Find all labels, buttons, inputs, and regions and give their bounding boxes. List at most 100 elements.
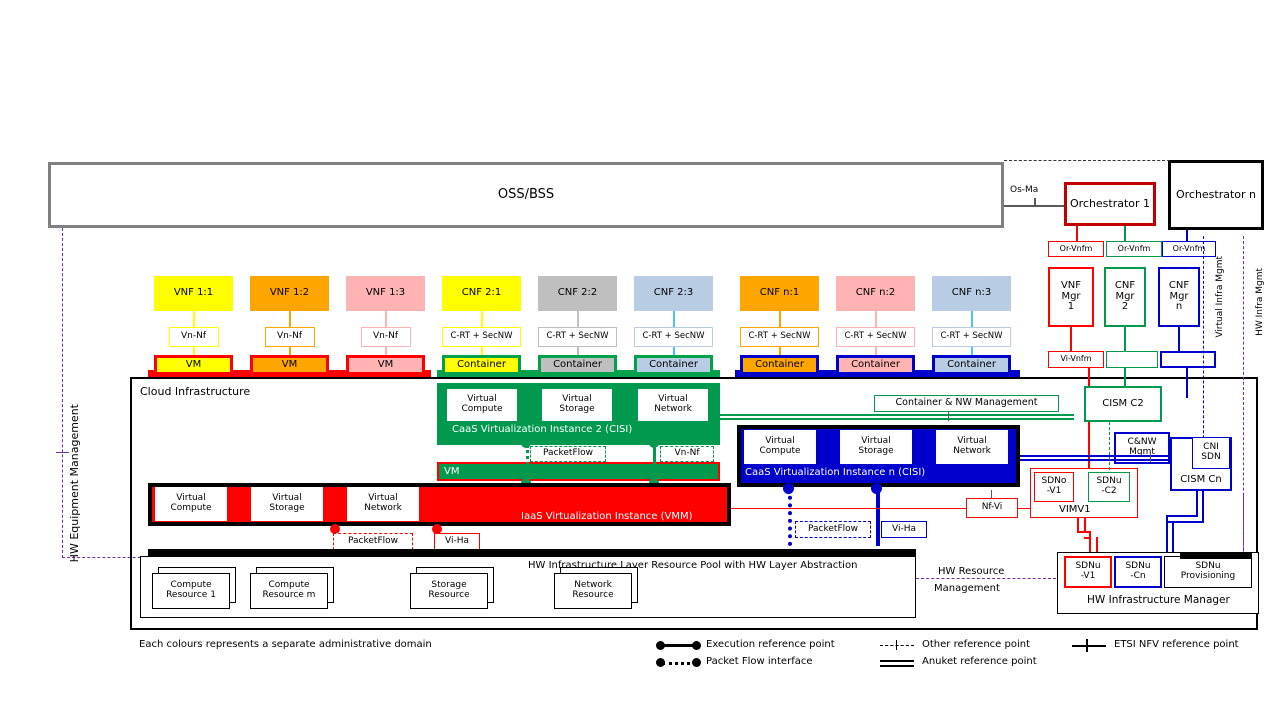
function-box-1[interactable]: VNF 1:2 bbox=[250, 276, 329, 311]
function-label: CNF n:1 bbox=[759, 287, 800, 299]
legend-anuket-line-2 bbox=[880, 665, 914, 667]
function-interface-1: Vn-Nf bbox=[264, 327, 315, 347]
sdnu-c2-box: SDNu-C2 bbox=[1088, 472, 1130, 502]
legend-label-anuket: Anuket reference point bbox=[922, 656, 1037, 667]
caas2-vnnf-connector bbox=[653, 445, 656, 465]
vim-to-him-red-j2 bbox=[1084, 537, 1091, 539]
function-interface-label: Vn-Nf bbox=[372, 331, 398, 342]
nf-vi-tick bbox=[991, 490, 992, 499]
function-interface-label: C-RT + SecNW bbox=[844, 331, 907, 342]
anuket-rail-green-1 bbox=[718, 414, 1074, 416]
vi-vnfm-label: Vi-Vnfm bbox=[1048, 351, 1104, 368]
caasn-title: CaaS Virtualization Instance n (CISI) bbox=[745, 467, 926, 478]
caas2-vm-bar bbox=[437, 462, 720, 481]
function-box-4[interactable]: CNF 2:2 bbox=[538, 276, 617, 311]
cni-sdn-box: CNI SDN bbox=[1192, 437, 1230, 469]
function-box-8[interactable]: CNF n:3 bbox=[932, 276, 1011, 311]
function-label: VNF 1:1 bbox=[173, 287, 214, 299]
hw-pool-top-bar bbox=[148, 549, 916, 556]
caasn-viha-connector bbox=[876, 488, 880, 546]
orch1-stem-green bbox=[1124, 226, 1126, 248]
legend-packet-dot-r bbox=[692, 658, 701, 667]
function-interface-6: C-RT + SecNW bbox=[740, 327, 819, 347]
hw-pool-title: HW Infrastructure Layer Resource Pool wi… bbox=[528, 560, 858, 571]
orchestrator-n-box[interactable]: Orchestrator n bbox=[1168, 160, 1264, 230]
function-box-3[interactable]: CNF 2:1 bbox=[442, 276, 521, 311]
cism-c2-box[interactable]: CISM C2 bbox=[1084, 386, 1162, 422]
function-box-7[interactable]: CNF n:2 bbox=[836, 276, 915, 311]
caas2-dot-a bbox=[521, 438, 531, 448]
function-box-5[interactable]: CNF 2:3 bbox=[634, 276, 713, 311]
ossbss-orch-dashed bbox=[1004, 160, 1170, 161]
footer-note: Each colours represents a separate admin… bbox=[139, 639, 432, 650]
hw-resource-mgmt-label-2: Management bbox=[934, 583, 1000, 594]
iaas-packetflow-label: PacketFlow bbox=[333, 533, 413, 550]
cism-to-him-blue-2 bbox=[1202, 491, 1204, 522]
caasn-dot-a bbox=[783, 483, 794, 494]
caas2-packetflow-label: PacketFlow bbox=[530, 446, 606, 462]
legend-etsi-tick bbox=[1086, 639, 1088, 652]
cism-c2-dashed-to-vim bbox=[1109, 422, 1110, 470]
function-host-0: VM bbox=[154, 355, 233, 375]
rail-blue bbox=[1186, 368, 1188, 398]
os-ma-tick bbox=[1034, 198, 1036, 206]
function-interface-3: C-RT + SecNW bbox=[442, 327, 521, 347]
cnfmgrn-stem bbox=[1178, 327, 1180, 352]
caasn-packetflow-label: PacketFlow bbox=[795, 521, 871, 538]
function-box-2[interactable]: VNF 1:3 bbox=[346, 276, 425, 311]
hw-resource-mgmt-label-1: HW Resource bbox=[938, 566, 1005, 577]
cism-to-him-blue-3 bbox=[1166, 515, 1168, 553]
function-host-4: Container bbox=[538, 355, 617, 375]
hw-infra-mgmt-line bbox=[1243, 236, 1244, 556]
legend-etsi-line bbox=[1072, 645, 1106, 647]
virtual-infra-mgmt-label: Virtual Infra Mgmt bbox=[1215, 256, 1225, 338]
function-label: CNF 2:2 bbox=[557, 287, 598, 299]
function-host-label: Container bbox=[755, 358, 804, 370]
function-host-3: Container bbox=[442, 355, 521, 375]
legend-exec-line bbox=[660, 644, 698, 647]
hw-equipment-mgmt-label: HW Equipment Management bbox=[68, 404, 81, 563]
function-host-label: Container bbox=[851, 358, 900, 370]
container-nw-management-box: Container & NW Management bbox=[874, 395, 1059, 412]
rail-red bbox=[1088, 368, 1090, 476]
function-label: CNF n:3 bbox=[951, 287, 992, 299]
virtual-infra-mgmt-line bbox=[1203, 236, 1204, 498]
hw-infrastructure-manager-label: HW Infrastructure Manager bbox=[1087, 594, 1230, 606]
iaas-dot-a bbox=[330, 524, 340, 534]
anuket-rail-blue-1 bbox=[1020, 455, 1180, 457]
function-host-7: Container bbox=[836, 355, 915, 375]
sdnu-cn-box: SDNu-Cn bbox=[1114, 556, 1162, 588]
anuket-rail-green-2 bbox=[718, 418, 1074, 420]
orchn-stem-blue bbox=[1186, 230, 1188, 248]
caasn-dot-b bbox=[871, 483, 882, 494]
legend-label-packet: Packet Flow interface bbox=[706, 656, 813, 667]
orchestrator-1-label: Orchestrator 1 bbox=[1069, 197, 1151, 211]
function-host-label: Container bbox=[947, 358, 996, 370]
iaas-dot-b bbox=[432, 524, 442, 534]
function-interface-label: Vn-Nf bbox=[276, 331, 302, 342]
function-box-6[interactable]: CNF n:1 bbox=[740, 276, 819, 311]
cism-c2-label: CISM C2 bbox=[1102, 397, 1144, 409]
function-host-8: Container bbox=[932, 355, 1011, 375]
caas2-dot-b bbox=[649, 438, 659, 448]
function-box-0[interactable]: VNF 1:1 bbox=[154, 276, 233, 311]
caas2-packetflow-connector bbox=[526, 445, 529, 465]
legend-exec-dot-l bbox=[656, 641, 665, 650]
orchestrator-1-box[interactable]: Orchestrator 1 bbox=[1064, 182, 1156, 226]
legend-exec-dot-r bbox=[692, 641, 701, 650]
caasn-packetflow-connector bbox=[788, 488, 792, 546]
function-interface-5: C-RT + SecNW bbox=[634, 327, 713, 347]
or-vnfm-n: Or-Vnfm bbox=[1162, 241, 1216, 257]
